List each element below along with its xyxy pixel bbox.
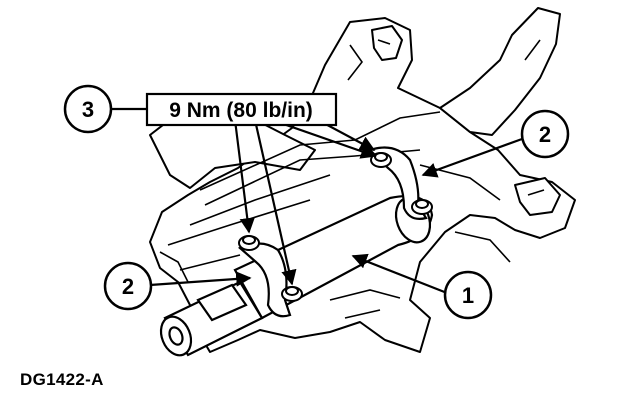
bracket-flange xyxy=(439,7,561,136)
callout-1-number: 1 xyxy=(462,283,474,308)
leader-callout-1 xyxy=(351,253,448,295)
torque-spec-box xyxy=(145,92,338,127)
callout-2-right-number: 2 xyxy=(539,122,551,147)
shaft-flat xyxy=(196,283,248,322)
callout-3-circle xyxy=(63,84,113,134)
clamp-upper xyxy=(367,146,428,220)
callout-3-number: 3 xyxy=(82,97,94,122)
callout-2-left-circle xyxy=(103,261,153,311)
bolt-lower-left xyxy=(238,235,260,251)
bracket-hook-right xyxy=(514,177,561,216)
leader-torque-2 xyxy=(253,119,297,286)
bolt-upper-right xyxy=(411,199,433,215)
bolt-lower-right xyxy=(281,286,303,302)
lower-shaft-bore xyxy=(168,326,184,346)
bolt-upper-left xyxy=(370,152,392,168)
leader-callout-2-right xyxy=(421,137,523,178)
leader-torque-1 xyxy=(233,119,255,234)
callout-1-circle xyxy=(443,270,493,320)
callout-2-right-circle xyxy=(520,109,570,159)
clamp-lower xyxy=(237,242,292,318)
torque-spec-label: 9 Nm (80 lb/in) xyxy=(169,99,313,122)
figure-id-label: DG1422-A xyxy=(20,370,104,389)
callout-2-left-number: 2 xyxy=(122,274,134,299)
leader-callout-2-left xyxy=(149,271,252,287)
